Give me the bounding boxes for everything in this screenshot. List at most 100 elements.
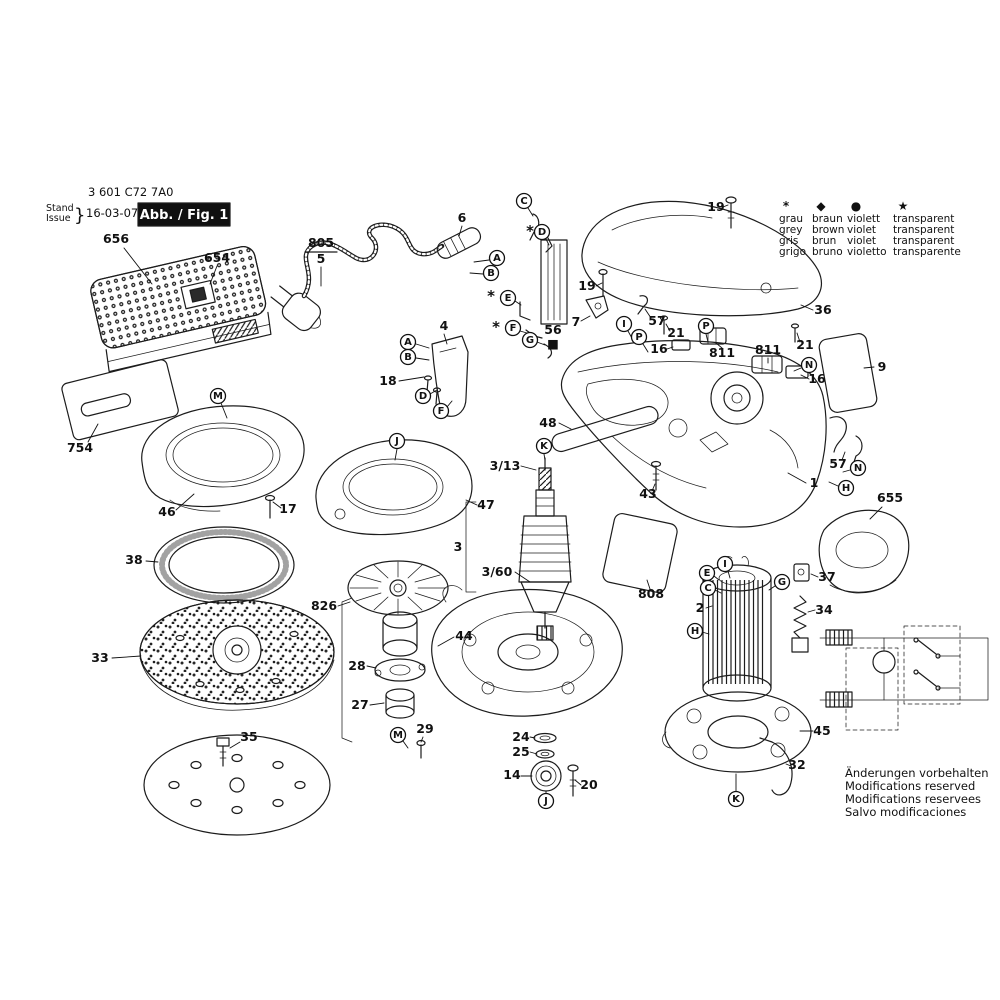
cord-connector-6	[436, 227, 482, 259]
callout-letter-text: J	[543, 796, 548, 807]
leader-line	[807, 609, 816, 613]
part-label-811: 811	[755, 342, 781, 357]
wire-clip-32	[759, 737, 793, 796]
part-label-826: 826	[311, 598, 337, 613]
leader-line	[800, 374, 810, 380]
callout-circle	[488, 249, 506, 267]
power-cord-805	[301, 222, 445, 299]
part-label-17: 17	[279, 501, 296, 516]
callout-circle	[432, 402, 450, 420]
bearing-14	[530, 760, 562, 792]
callout-letter-K: K	[727, 790, 745, 808]
bracket-armature-group	[465, 501, 477, 593]
callout-letter-text: A	[493, 253, 501, 264]
callout-letter-D: D	[414, 387, 432, 405]
leader-line	[800, 304, 814, 311]
leader-line	[705, 605, 713, 609]
leader-line	[369, 702, 385, 706]
part-label-3/13: 3/13	[490, 458, 521, 473]
dust-skirt-46	[141, 405, 305, 512]
legend-cell: violett	[847, 213, 880, 225]
part-label-654: 654	[204, 250, 230, 265]
color-marker-asterisk: *	[487, 287, 495, 305]
color-marker-asterisk: *	[492, 318, 500, 336]
callout-circle	[837, 479, 855, 497]
callout-circle	[482, 264, 500, 282]
callout-letter-text: I	[723, 559, 727, 570]
leader-line	[768, 585, 776, 591]
leader-line	[701, 631, 710, 635]
sleeve-27	[385, 688, 415, 719]
callout-letter-J: J	[388, 432, 406, 450]
part-label-9: 9	[878, 359, 887, 374]
leader-line	[446, 400, 453, 408]
legend-cell: brun	[812, 235, 836, 247]
screw-17	[264, 494, 276, 519]
legend-cell: grey	[779, 224, 802, 236]
leader-line	[209, 265, 218, 285]
leader-line	[644, 308, 652, 319]
leader-line	[595, 282, 603, 287]
footer-note: Salvo modificaciones	[845, 805, 966, 819]
part-label-19: 19	[707, 199, 724, 214]
screw-20	[567, 764, 579, 797]
washer-25	[535, 749, 555, 759]
callout-circle	[209, 387, 227, 405]
leader-line	[529, 736, 536, 739]
leader-line	[574, 779, 582, 786]
sanding-pad-33	[139, 599, 335, 711]
leader-line	[722, 204, 729, 208]
armature-3	[518, 457, 572, 641]
callout-letter-text: E	[704, 568, 711, 579]
legend-cell: grigo	[779, 246, 806, 258]
callout-circle	[533, 223, 551, 241]
part-label-7: 7	[572, 314, 581, 329]
legend-cell: violet	[847, 235, 876, 247]
part-label-square-marker: ■	[547, 336, 559, 351]
part-label-36: 36	[814, 302, 832, 317]
footer-note: Änderungen vorbehalten	[845, 765, 989, 780]
color-marker-asterisk: *	[526, 222, 534, 240]
screw-35	[216, 737, 230, 767]
part-label-21: 21	[796, 337, 813, 352]
leader-line	[415, 357, 430, 361]
plate-48	[551, 405, 659, 453]
callout-letter-text: J	[394, 436, 399, 447]
fig-label-box	[137, 202, 231, 227]
callout-letter-text: I	[622, 319, 626, 330]
callout-circle	[615, 315, 633, 333]
callout-letter-text: F	[438, 406, 445, 417]
leader-line	[458, 225, 463, 237]
callout-letter-text: D	[419, 391, 427, 402]
legend-cell: grau	[779, 213, 803, 225]
legend-cell: transparent	[893, 213, 954, 225]
part-37	[793, 563, 810, 582]
leader-line	[429, 389, 438, 395]
part-label-38: 38	[125, 552, 142, 567]
leader-line	[514, 571, 531, 583]
callout-letter-B: B	[399, 348, 417, 366]
leader-line	[713, 575, 720, 581]
leader-line	[543, 453, 546, 461]
leader-line	[527, 207, 534, 217]
part-label-29: 29	[416, 721, 433, 736]
part-label-6: 6	[458, 210, 467, 225]
part-label-805: 805	[308, 235, 334, 250]
plate-808	[602, 513, 678, 593]
part-label-48: 48	[539, 415, 556, 430]
callout-letter-I: I	[615, 315, 633, 333]
dust-box-656	[90, 245, 272, 373]
capacitor-56	[540, 239, 568, 325]
leader-line	[642, 343, 649, 353]
screw-19-top	[725, 196, 737, 229]
part-label-1: 1	[810, 475, 819, 490]
part-label-57: 57	[829, 456, 846, 471]
callout-circle	[515, 192, 533, 210]
leader-line	[580, 315, 591, 322]
callout-letter-text: K	[540, 441, 549, 452]
leader-line	[651, 483, 656, 492]
part-label-656: 656	[103, 231, 129, 246]
callout-circle	[773, 573, 791, 591]
leader-line	[810, 573, 819, 578]
